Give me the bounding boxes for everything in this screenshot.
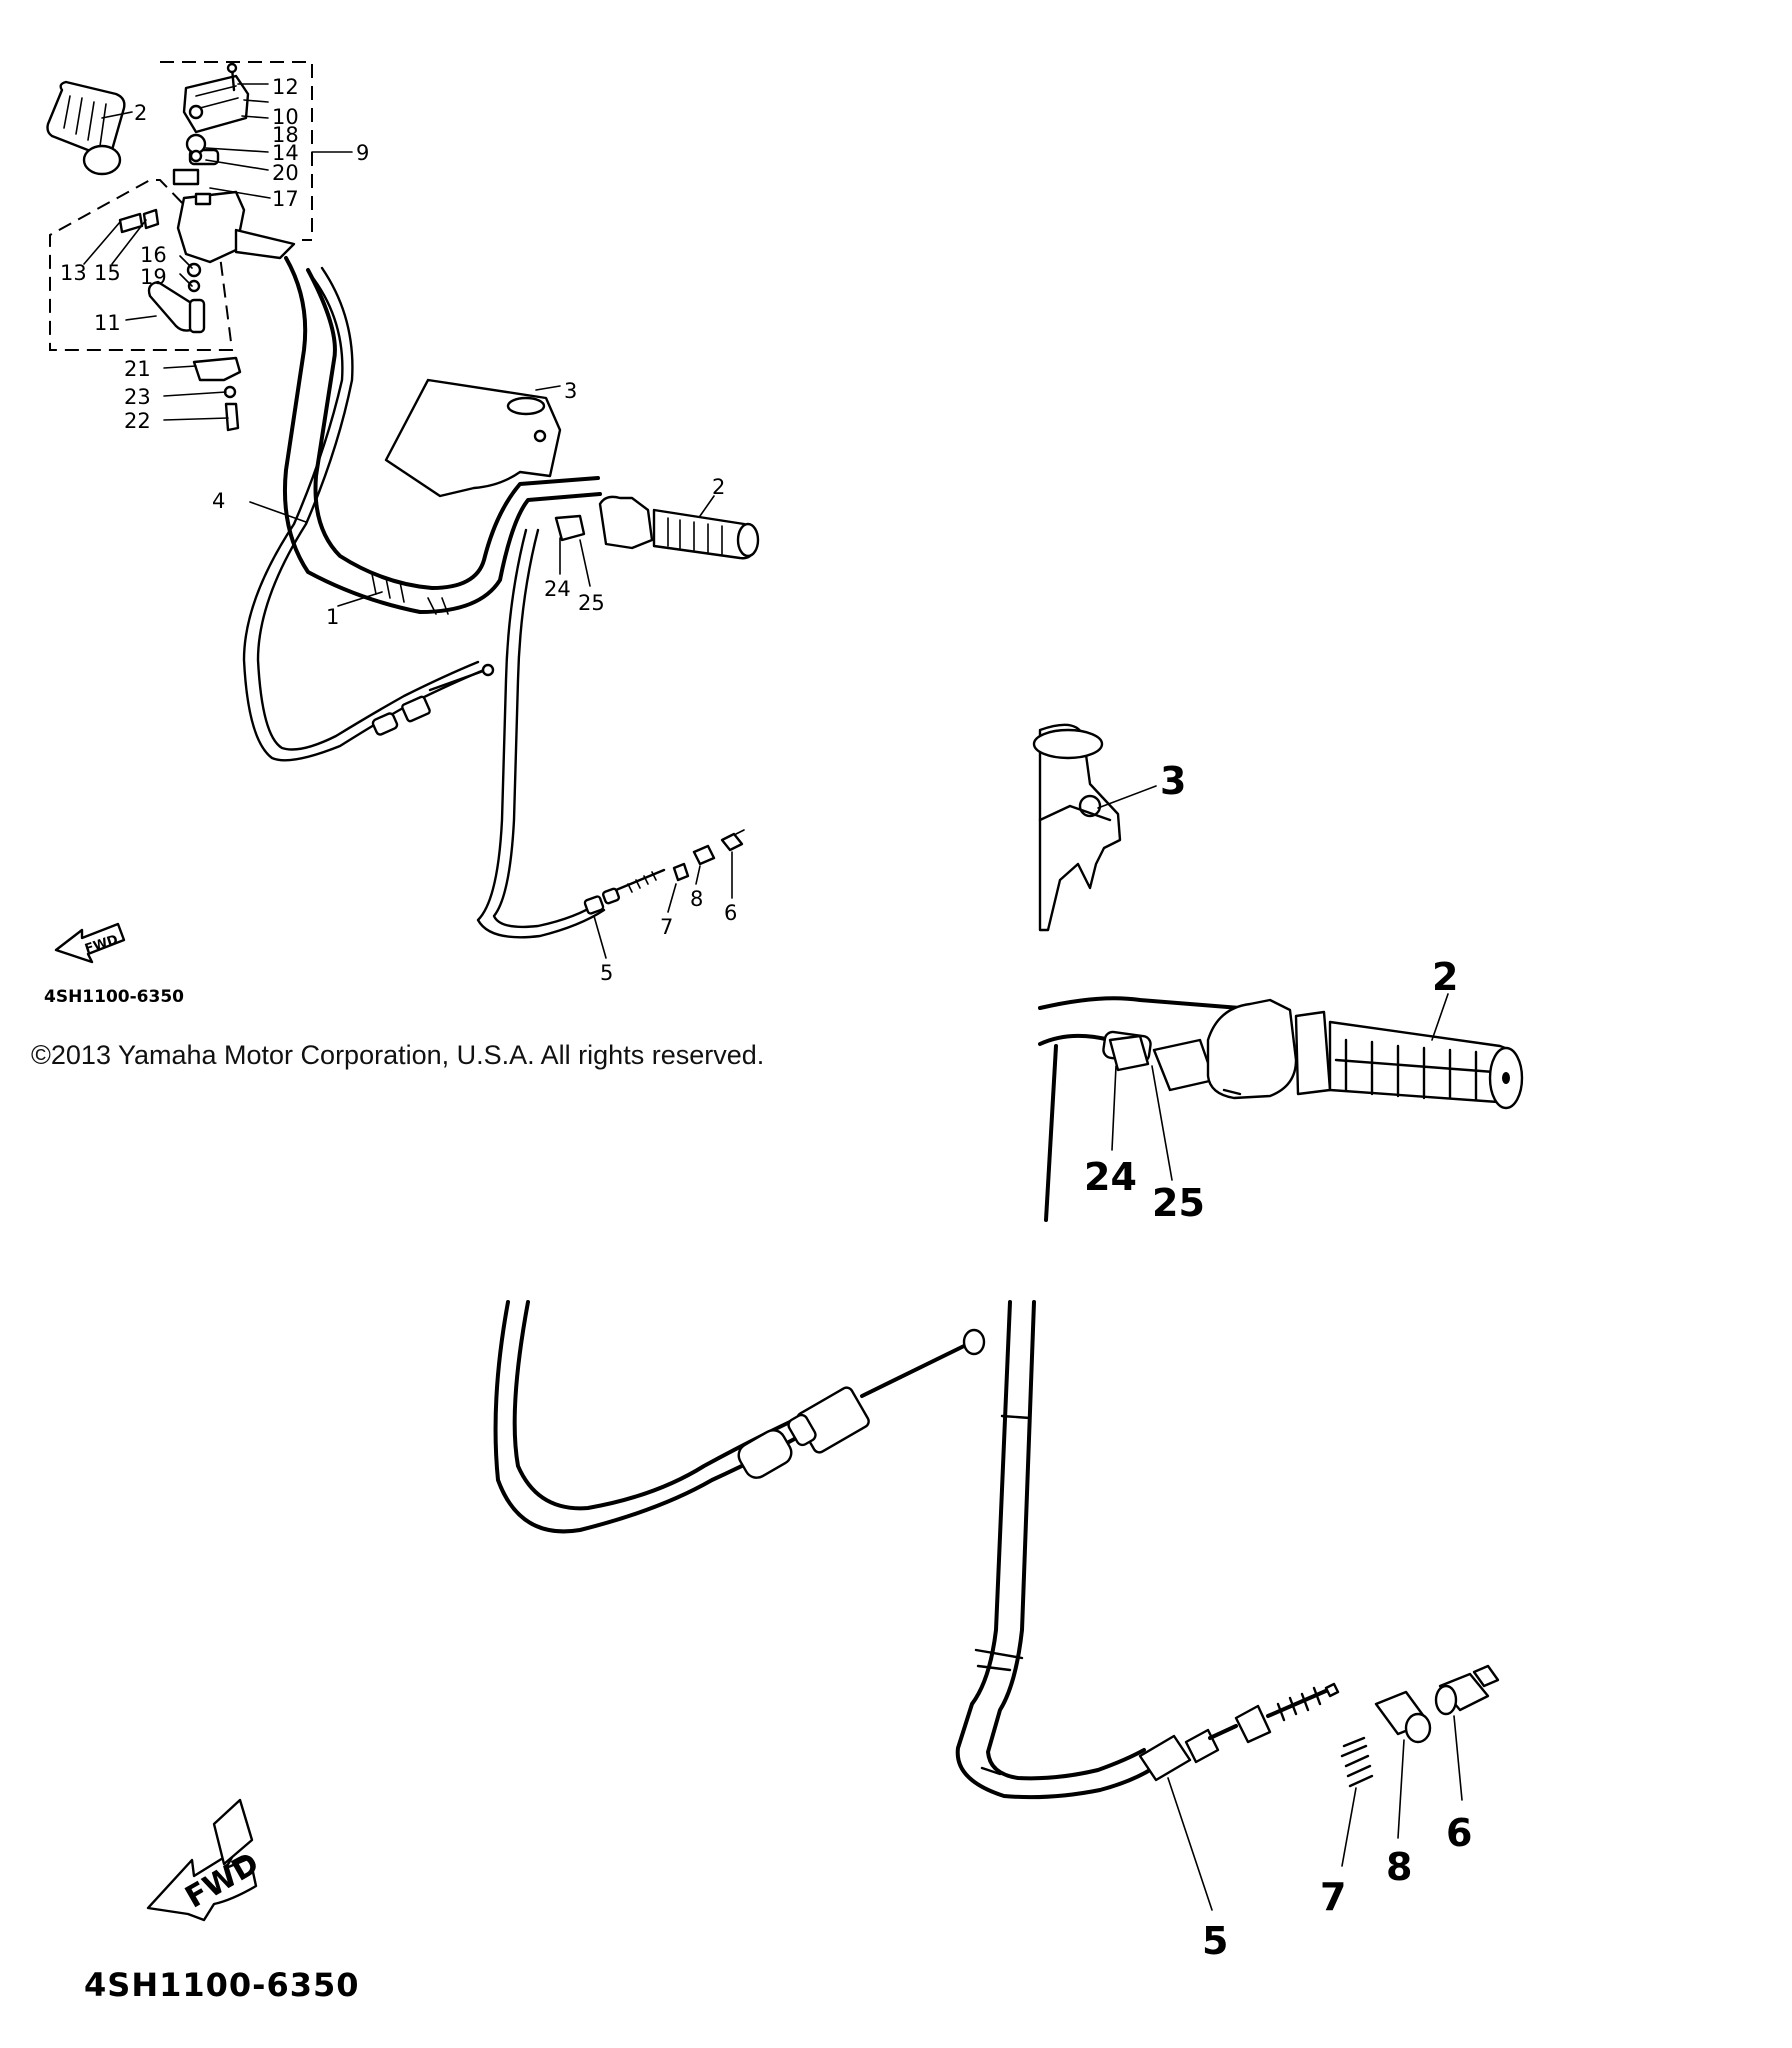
- label-1: 1: [326, 605, 339, 629]
- label-17: 17: [272, 187, 299, 211]
- part-code-small: 4SH1100-6350: [44, 987, 184, 1007]
- throttle-cable: [242, 266, 495, 762]
- detail-cover-grip: 3 2 24 25: [1032, 723, 1524, 1225]
- handlebar: [282, 256, 602, 615]
- label-5: 5: [600, 961, 613, 985]
- label-12: 12: [272, 75, 299, 99]
- copyright-notice: ©2013 Yamaha Motor Corporation, U.S.A. A…: [31, 1040, 765, 1070]
- label-19: 19: [140, 265, 167, 289]
- label-4: 4: [212, 489, 225, 513]
- brake-cable: [476, 528, 666, 939]
- label-15: 15: [94, 261, 121, 285]
- detail-label-7: 7: [1320, 1875, 1346, 1919]
- label-10: 10: [272, 105, 299, 129]
- detail-cables: 7 8 6 5 FWD 4SH1100-6350: [84, 1300, 1500, 2004]
- fwd-arrow-small: FWD: [54, 922, 126, 964]
- label-24: 24: [544, 577, 571, 601]
- label-3: 3: [564, 379, 577, 403]
- detail-label-8: 8: [1386, 1845, 1412, 1889]
- label-14: 14: [272, 141, 299, 165]
- detail-label-6: 6: [1446, 1811, 1472, 1855]
- overview-leader-lines: [83, 83, 733, 959]
- detail-label-3: 3: [1160, 759, 1186, 803]
- detail-label-2: 2: [1432, 955, 1458, 999]
- lower-bracket: [192, 356, 242, 432]
- label-21: 21: [124, 357, 151, 381]
- label-8: 8: [690, 887, 703, 911]
- label-2-left: 2: [134, 101, 147, 125]
- left-grip: [46, 80, 126, 176]
- switch-assembly-dashed-box: [49, 61, 313, 351]
- small-parts-6-7-8: [672, 829, 745, 882]
- label-23: 23: [124, 385, 151, 409]
- detail-label-24: 24: [1084, 1155, 1137, 1199]
- overview-diagram: 2 12 10 18 9 14 20 17 16 13 15 19 11 21 …: [44, 61, 760, 1007]
- label-16: 16: [140, 243, 167, 267]
- switch-housing: [172, 62, 296, 264]
- detail-label-5: 5: [1202, 1919, 1228, 1963]
- handlebar-cover: [384, 378, 562, 498]
- label-25: 25: [578, 591, 605, 615]
- label-20: 20: [272, 161, 299, 185]
- label-9: 9: [356, 141, 369, 165]
- detail-label-25: 25: [1152, 1181, 1205, 1225]
- right-grip: [554, 495, 760, 560]
- label-18: 18: [272, 123, 299, 147]
- label-7: 7: [660, 915, 673, 939]
- part-code-large: 4SH1100-6350: [84, 1966, 360, 2004]
- label-2-right: 2: [712, 475, 725, 499]
- label-6: 6: [724, 901, 737, 925]
- label-22: 22: [124, 409, 151, 433]
- fwd-arrow-large: FWD: [146, 1798, 265, 1922]
- label-11: 11: [94, 311, 121, 335]
- label-13: 13: [60, 261, 87, 285]
- throttle-lever: [147, 262, 206, 334]
